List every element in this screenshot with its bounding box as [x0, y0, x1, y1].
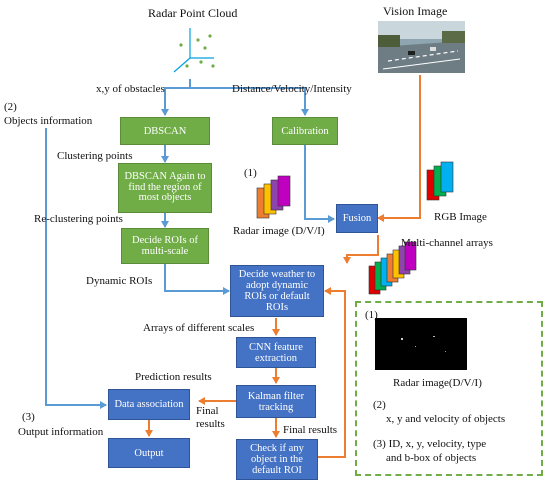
- legend-item3-line2: and b-box of objects: [386, 452, 477, 464]
- vision-image-photo: [378, 21, 465, 73]
- cnn-feature-box: CNN feature extraction: [236, 337, 316, 368]
- legend-item1-number: (1): [365, 309, 378, 321]
- distance-velocity-label: Distance/Velocity/Intensity: [232, 83, 352, 95]
- dbscan-box: DBSCAN: [120, 117, 210, 145]
- clustering-points-label: Clustering points: [57, 150, 133, 162]
- dynamic-rois-label: Dynamic ROIs: [86, 275, 153, 287]
- rgb-image-label: RGB Image: [434, 211, 487, 223]
- rgb-image-stack-icon: [426, 161, 454, 201]
- output-info-number: (3): [22, 411, 35, 423]
- xy-obstacles-label: x,y of obstacles: [96, 83, 165, 95]
- radar-point-cloud-graphic: [173, 28, 215, 73]
- legend-item1-label: Radar image(D/V/I): [393, 377, 482, 389]
- legend-item3-line1: (3) ID, x, y, velocity, type: [373, 438, 487, 450]
- blue-arrows: [45, 79, 335, 409]
- legend-panel: [355, 301, 543, 476]
- data-association-box: Data association: [108, 389, 190, 420]
- final-results-left-label-line2: results: [196, 418, 225, 430]
- final-results-left-label-line1: Final: [196, 405, 219, 417]
- decide-rois-box: Decide ROIs of multi-scale: [121, 228, 209, 264]
- radar-heatmap-image: [375, 318, 467, 370]
- radar-image-number: (1): [244, 167, 257, 179]
- arrays-scales-label: Arrays of different scales: [143, 322, 255, 334]
- calibration-box: Calibration: [272, 117, 338, 145]
- output-box: Output: [108, 438, 190, 468]
- prediction-results-label: Prediction results: [135, 371, 212, 383]
- radar-image-label: Radar image (D/V/I): [233, 225, 325, 237]
- radar-point-cloud-title: Radar Point Cloud: [148, 6, 238, 20]
- fusion-box: Fusion: [336, 204, 378, 233]
- check-default-roi-box: Check if any object in the default ROI: [236, 439, 318, 480]
- radar-image-stack-icon: [256, 175, 291, 219]
- kalman-filter-box: Kalman filter tracking: [236, 385, 316, 418]
- orange-arrows: [145, 75, 421, 458]
- decide-weather-box: Decide weather to adopt dynamic ROIs or …: [230, 265, 324, 317]
- multi-channel-stack-icon: [368, 241, 417, 295]
- legend-item2-number: (2): [373, 399, 386, 411]
- objects-info-number: (2): [4, 101, 17, 113]
- objects-info-label: Objects information: [4, 115, 93, 127]
- vision-image-title: Vision Image: [383, 4, 448, 18]
- output-info-label: Output information: [18, 426, 104, 438]
- legend-item2-label: x, y and velocity of objects: [386, 413, 506, 425]
- dbscan-again-box: DBSCAN Again to find the region of most …: [118, 163, 212, 213]
- multi-channel-label: Multi-channel arrays: [401, 237, 493, 249]
- re-clustering-points-label: Re-clustering points: [34, 213, 123, 225]
- final-results-right-label: Final results: [283, 424, 338, 436]
